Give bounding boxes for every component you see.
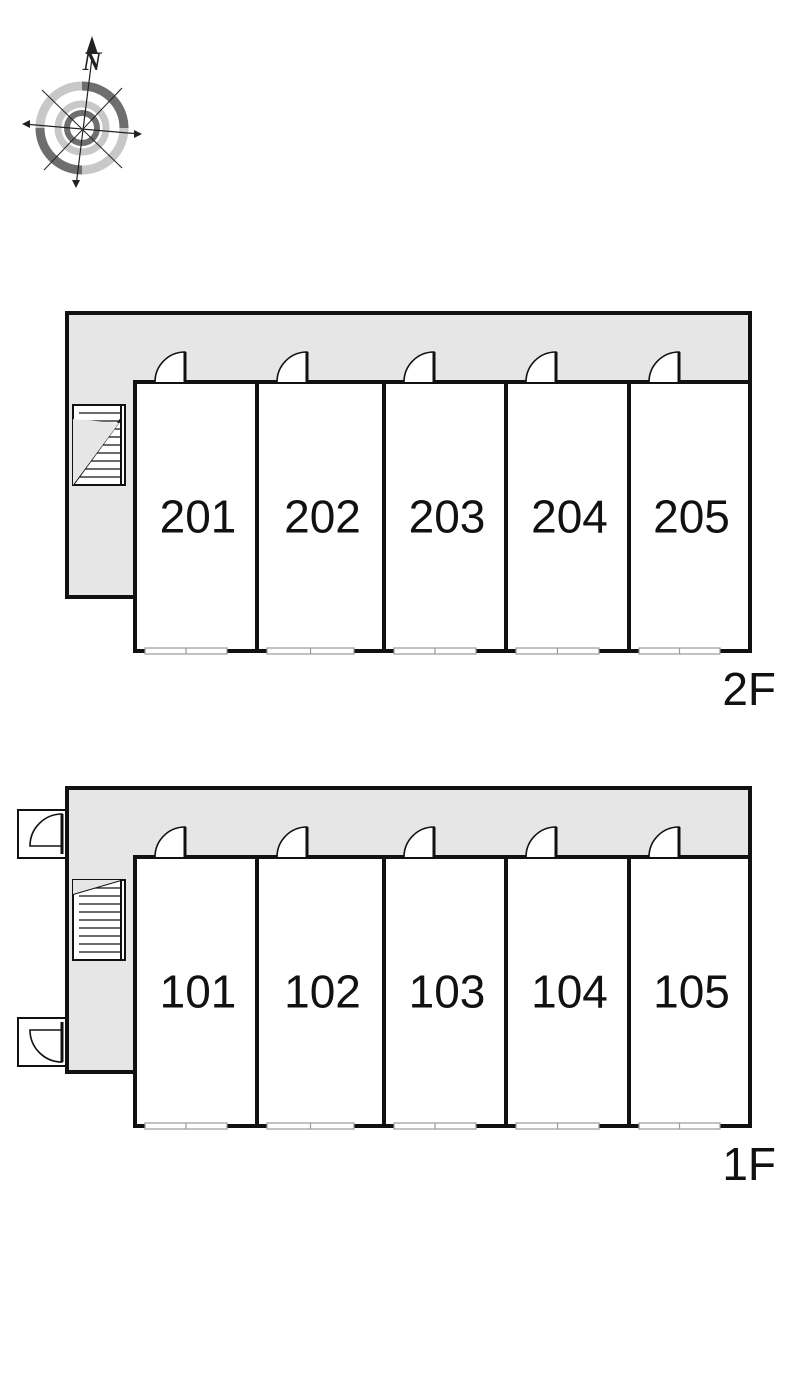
north-label: N	[82, 47, 103, 76]
door-icon	[154, 351, 187, 383]
unit-103: 103	[382, 826, 486, 1130]
unit-number: 201	[160, 491, 237, 543]
unit-number: 102	[284, 966, 361, 1018]
door-icon	[276, 826, 309, 858]
stairs-icon	[72, 404, 126, 486]
unit-number: 101	[160, 966, 237, 1018]
window-icon	[393, 1122, 477, 1130]
floor-2f: 201 202 203 204 205 2F	[65, 311, 776, 715]
door-icon	[403, 826, 436, 858]
window-icon	[515, 1122, 600, 1130]
entrance-door-icon	[17, 809, 67, 859]
floors-layer: 201 202 203 204 205 2F 101 102 103 104 105 1F	[17, 311, 776, 1190]
window-icon	[266, 647, 355, 655]
unit-block	[133, 855, 752, 1128]
unit-104: 104	[504, 826, 608, 1130]
floor-1f: 101 102 103 104 105 1F	[17, 786, 776, 1190]
unit-204: 204	[504, 351, 608, 655]
unit-201: 201	[144, 351, 237, 655]
door-icon	[403, 351, 436, 383]
stairs-icon	[72, 879, 126, 961]
window-icon	[638, 1122, 721, 1130]
window-icon	[638, 647, 721, 655]
unit-202: 202	[255, 351, 361, 655]
floor-label: 1F	[722, 1138, 776, 1190]
window-icon	[515, 647, 600, 655]
entrance-door-icon	[17, 1017, 67, 1067]
unit-number: 203	[409, 491, 486, 543]
unit-number: 103	[409, 966, 486, 1018]
unit-number: 205	[653, 491, 730, 543]
unit-number: 105	[653, 966, 730, 1018]
window-icon	[266, 1122, 355, 1130]
door-icon	[525, 826, 558, 858]
window-icon	[144, 1122, 228, 1130]
unit-203: 203	[382, 351, 486, 655]
unit-number: 204	[531, 491, 608, 543]
door-icon	[525, 351, 558, 383]
door-icon	[648, 826, 681, 858]
floor-label: 2F	[722, 663, 776, 715]
door-icon	[648, 351, 681, 383]
window-icon	[144, 647, 228, 655]
unit-number: 104	[531, 966, 608, 1018]
unit-block	[133, 380, 752, 653]
door-icon	[276, 351, 309, 383]
door-icon	[154, 826, 187, 858]
window-icon	[393, 647, 477, 655]
unit-105: 105	[627, 826, 730, 1130]
unit-number: 202	[284, 491, 361, 543]
unit-101: 101	[144, 826, 237, 1130]
unit-102: 102	[255, 826, 361, 1130]
compass-rose-icon	[22, 36, 142, 188]
unit-205: 205	[627, 351, 730, 655]
